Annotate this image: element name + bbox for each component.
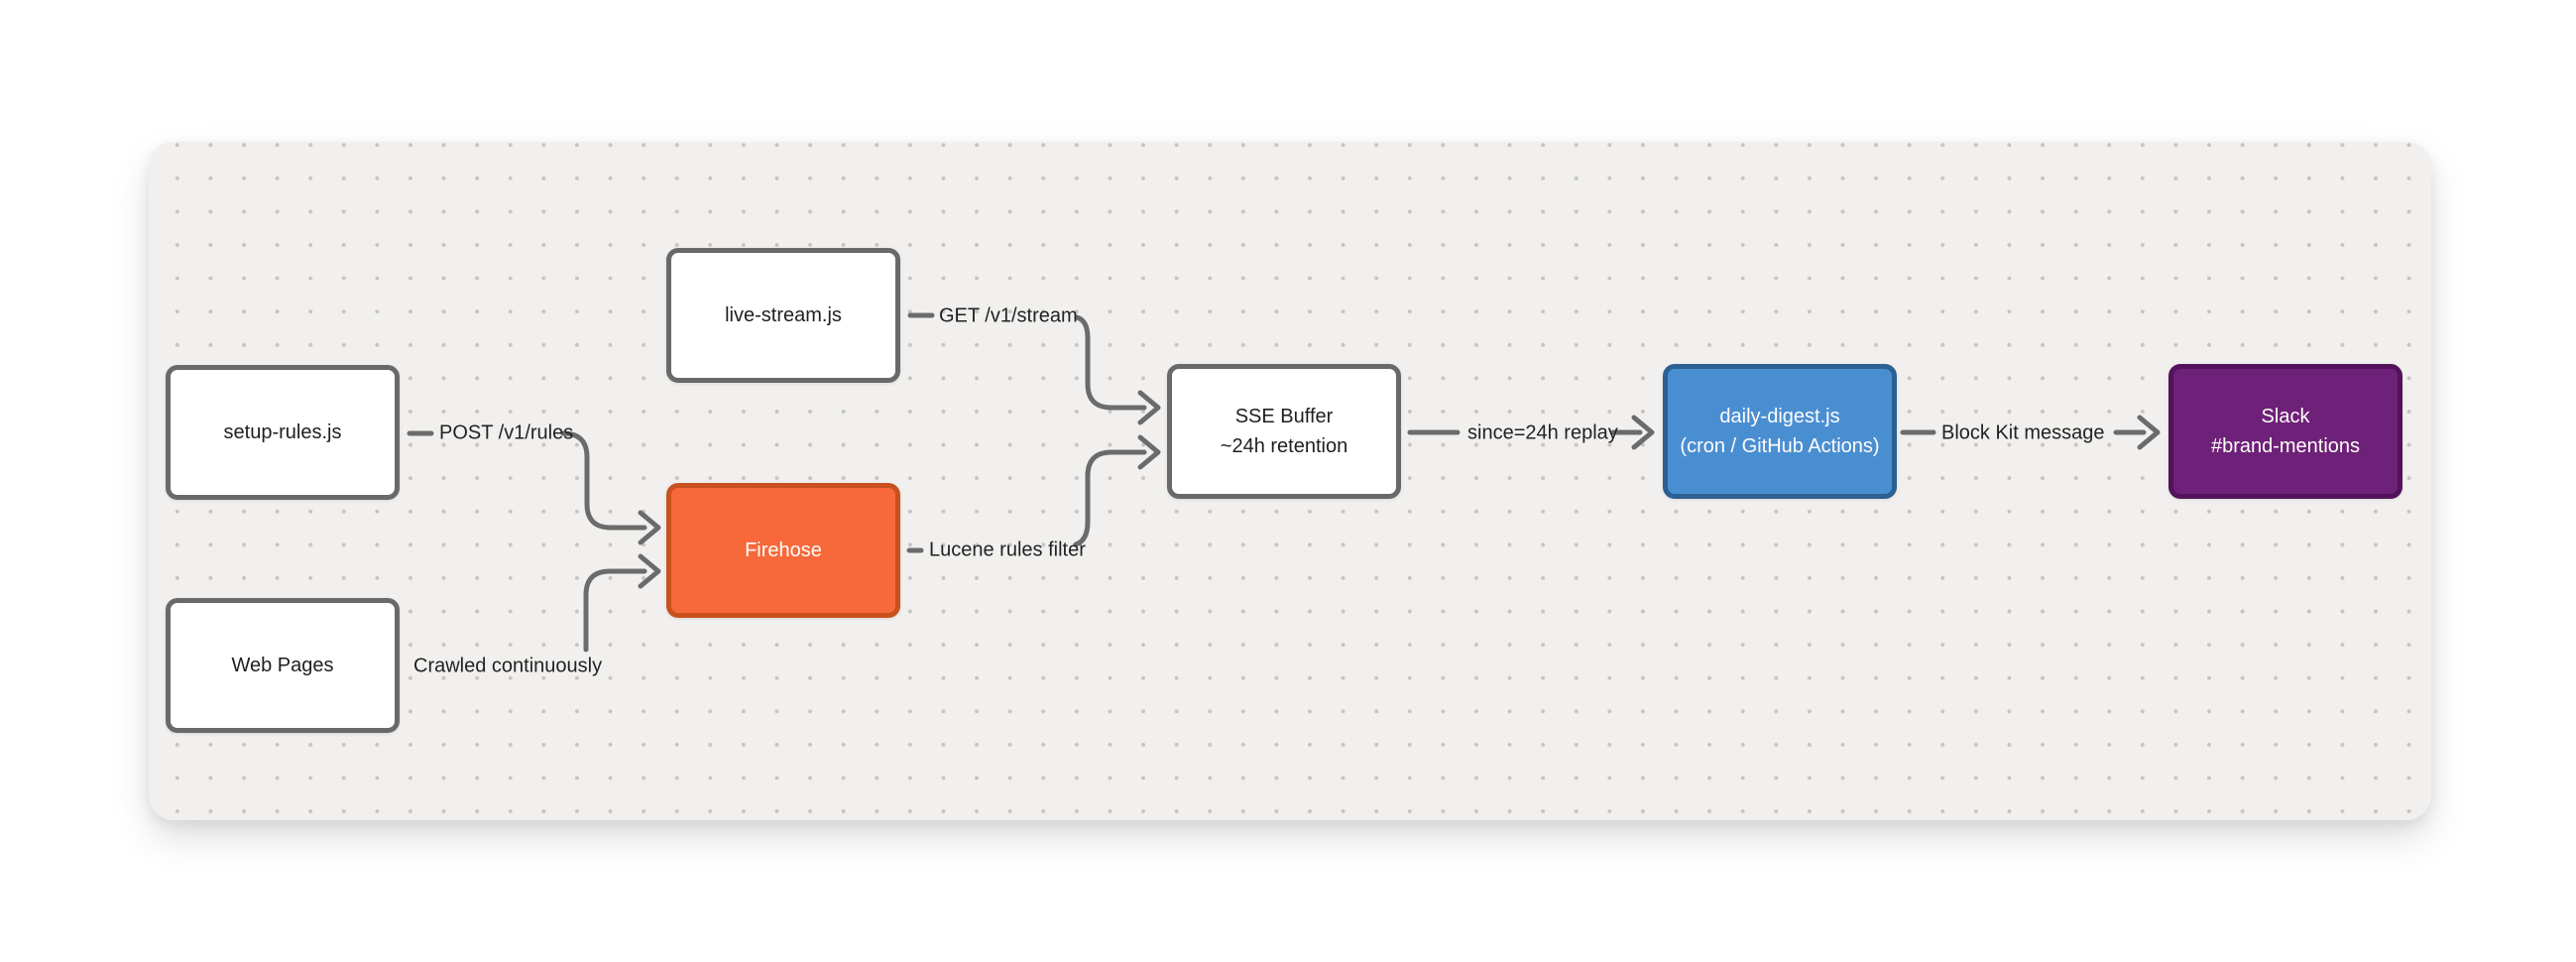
- node-slack-label-line2: #brand-mentions: [2210, 435, 2361, 457]
- node-live-stream-label: live-stream.js: [725, 304, 842, 326]
- edge-get-stream-path: [1074, 314, 1147, 411]
- edge-lucene-arrowhead: [1137, 434, 1161, 470]
- diagram-canvas: setup-rules.js Web Pages live-stream.js …: [149, 142, 2431, 820]
- edge-label-crawled: Crawled continuously: [413, 655, 603, 677]
- edge-crawled-arrowhead: [638, 553, 661, 589]
- edge-blockkit-arrowhead: [2137, 415, 2161, 450]
- node-daily-digest-label-line1: daily-digest.js: [1719, 406, 1840, 427]
- node-daily-digest[interactable]: daily-digest.js (cron / GitHub Actions): [1663, 364, 1897, 499]
- edge-crawled-path: [583, 568, 647, 653]
- edge-post-rules-arrowhead: [638, 510, 661, 545]
- edge-label-blockkit: Block Kit message: [1941, 421, 2105, 444]
- node-sse-buffer[interactable]: SSE Buffer ~24h retention: [1167, 364, 1401, 499]
- node-sse-buffer-label-line2: ~24h retention: [1220, 435, 1348, 457]
- node-slack-label-line1: Slack: [2261, 406, 2310, 427]
- node-firehose[interactable]: Firehose: [666, 483, 900, 618]
- node-daily-digest-label-line2: (cron / GitHub Actions): [1680, 435, 1880, 457]
- node-setup-rules-label: setup-rules.js: [223, 421, 342, 443]
- edges-layer: [407, 312, 2161, 653]
- edge-label-lucene: Lucene rules filter: [929, 539, 1086, 561]
- node-sse-buffer-label-line1: SSE Buffer: [1234, 406, 1334, 427]
- node-setup-rules[interactable]: setup-rules.js: [166, 365, 400, 500]
- edge-lucene-path: [1073, 449, 1147, 547]
- edge-post-rules-path: [560, 430, 647, 531]
- edge-label-post-rules: POST /v1/rules: [439, 421, 574, 444]
- edge-replay-arrowhead: [1631, 415, 1655, 450]
- edge-label-replay: since=24h replay: [1467, 421, 1618, 444]
- edge-label-get-stream: GET /v1/stream: [939, 304, 1078, 327]
- edge-get-stream-arrowhead: [1137, 390, 1161, 425]
- node-web-pages[interactable]: Web Pages: [166, 598, 400, 733]
- node-live-stream[interactable]: live-stream.js: [666, 248, 900, 383]
- node-firehose-label: Firehose: [745, 540, 822, 561]
- node-slack[interactable]: Slack #brand-mentions: [2168, 364, 2402, 499]
- node-web-pages-label: Web Pages: [231, 655, 334, 676]
